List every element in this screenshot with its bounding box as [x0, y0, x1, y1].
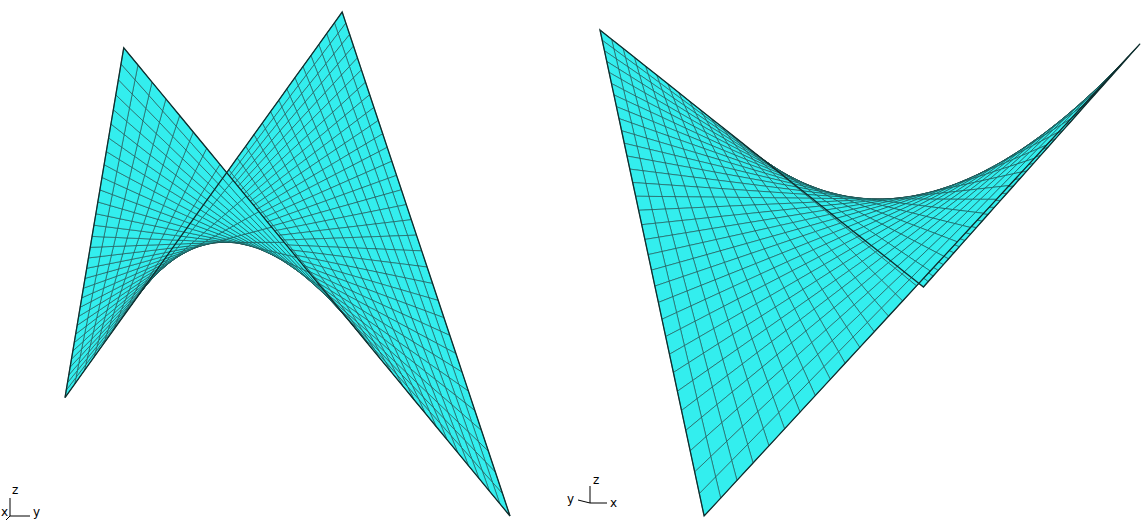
mesh-cell [104, 227, 118, 238]
mesh-cell [203, 148, 220, 171]
mesh-cell [472, 459, 490, 491]
mesh-cell [440, 424, 458, 453]
mesh-cell [229, 180, 246, 200]
mesh-cell [100, 246, 113, 256]
surface-edge [65, 12, 510, 516]
mesh-cell [492, 482, 510, 516]
mesh-cell [254, 212, 271, 229]
mesh-cell [430, 411, 448, 439]
mesh-cell [242, 196, 259, 214]
mesh-cell [451, 436, 469, 466]
mesh-cell [135, 65, 152, 95]
surface-view [65, 12, 510, 516]
surface-view [600, 30, 1140, 516]
mesh-cell [190, 132, 207, 156]
mesh-cell [102, 237, 116, 247]
mesh-cell [461, 447, 479, 478]
mesh-cell [379, 351, 396, 374]
